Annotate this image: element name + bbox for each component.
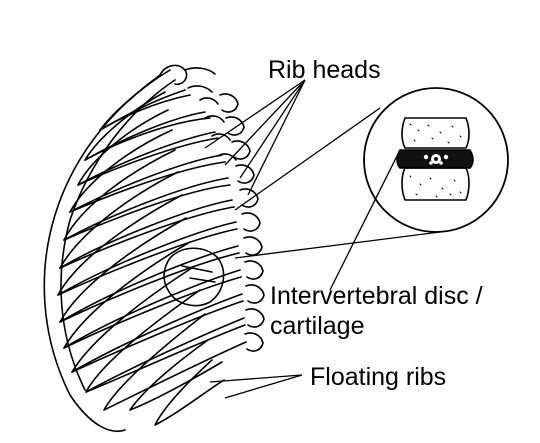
rib xyxy=(63,149,229,241)
inset-leader xyxy=(234,107,381,211)
rib-head xyxy=(184,67,216,75)
floating-ribs-leader xyxy=(224,374,303,399)
rib-lower-edge xyxy=(59,206,235,269)
rib-lower-edge xyxy=(71,300,244,373)
rib-heads-leader xyxy=(204,79,306,149)
disc-detail-inner xyxy=(181,265,213,273)
rib xyxy=(77,109,216,186)
rib-head xyxy=(187,85,213,93)
rib-lower-edge xyxy=(59,252,240,323)
vertebra xyxy=(245,284,265,304)
rib-head xyxy=(204,115,225,123)
vertebra xyxy=(235,164,255,184)
vertebra xyxy=(245,308,265,328)
rib-cage-outline-inner xyxy=(60,79,176,391)
vertebra xyxy=(231,140,251,160)
floating-ribs-leader xyxy=(209,374,303,383)
vertebra xyxy=(244,332,264,352)
rib-heads-leader xyxy=(239,79,306,179)
rib xyxy=(59,171,233,269)
floating-ribs-label: Floating ribs xyxy=(310,363,447,391)
cartilage-label: cartilage xyxy=(270,312,365,340)
vertebra xyxy=(243,236,263,256)
rib-lower-edge xyxy=(77,137,219,186)
rib-head-knobs xyxy=(159,64,237,161)
vertebra xyxy=(241,212,261,232)
inset-stipple xyxy=(409,123,462,198)
ribs xyxy=(57,74,247,411)
rib-lower-edge xyxy=(99,94,191,131)
vertebra xyxy=(219,93,239,113)
rib-head xyxy=(217,153,237,161)
rib-heads-leader xyxy=(247,79,306,196)
rib xyxy=(85,289,245,393)
floating-rib xyxy=(129,339,223,411)
disc-leader xyxy=(329,149,401,291)
spine-column xyxy=(219,93,265,352)
inset-leader xyxy=(234,231,441,259)
floating-ribs-shapes xyxy=(129,339,225,426)
rib xyxy=(99,74,186,131)
rib-heads-label: Rib heads xyxy=(268,56,381,84)
disc-detail-inner xyxy=(189,277,216,283)
rib-lower-edge xyxy=(57,228,238,296)
vertebra xyxy=(239,188,259,208)
rib xyxy=(103,313,247,411)
leader-lines xyxy=(204,79,441,399)
rib-lower-edge xyxy=(85,324,246,393)
disc-detail-circle-small xyxy=(163,247,225,307)
rib-head xyxy=(199,97,219,105)
vertebra xyxy=(225,116,245,136)
rib-lower-edge xyxy=(63,184,231,241)
inset-vertebra-bottom xyxy=(401,167,470,201)
vertebra xyxy=(244,260,264,280)
rib-head xyxy=(211,133,231,141)
rib-lower-edge xyxy=(84,117,211,161)
floating-rib xyxy=(154,359,225,426)
inset-vertebra-top xyxy=(401,117,470,149)
intervertebral-disc-label: Intervertebral disc / xyxy=(270,282,483,310)
rib-lower-edge xyxy=(69,161,226,213)
rib-heads-leader xyxy=(224,79,306,166)
